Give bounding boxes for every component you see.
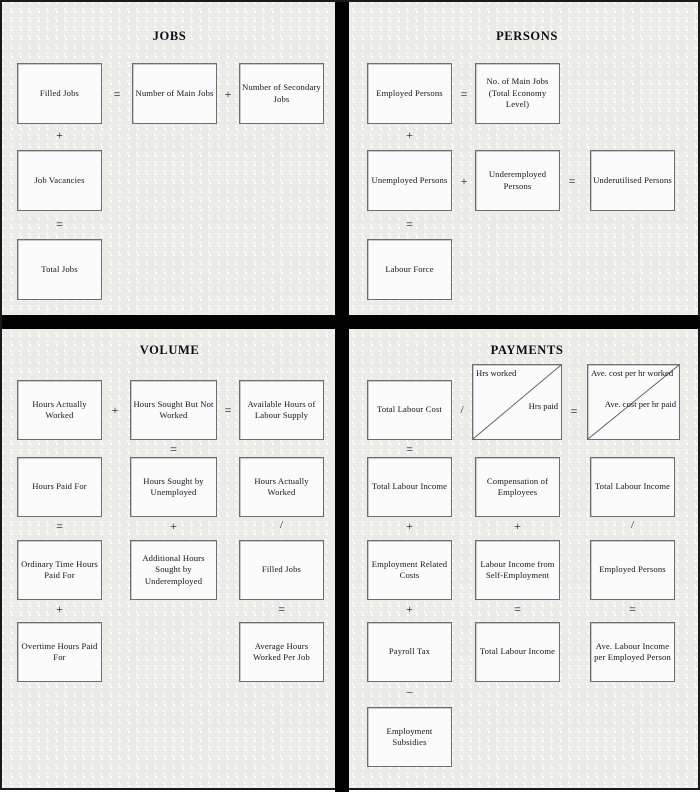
box-job-vacancies: Job Vacancies: [17, 150, 102, 211]
operator-equals: =: [460, 87, 468, 101]
box-compensation-of-employees: Compensation of Employees: [475, 457, 560, 517]
operator-slash-column: /: [279, 519, 284, 531]
operator-plus-column: +: [406, 128, 413, 142]
box-hours-sought-by-unemployed: Hours Sought by Unemployed: [130, 457, 217, 517]
operator-plus-column: +: [170, 519, 177, 533]
operator-equals-column: =: [170, 442, 177, 456]
operator-plus-column: +: [406, 602, 413, 616]
split-label-bottom: Hrs paid: [528, 401, 558, 411]
box-underemployed-persons: Underemployed Persons: [475, 150, 560, 211]
box-additional-hours-sought-by-underemployed: Additional Hours Sought by Underemployed: [130, 540, 217, 600]
box-hours-actually-worked-2: Hours Actually Worked: [239, 457, 324, 517]
box-hours-sought-but-not-worked: Hours Sought But Not Worked: [130, 380, 217, 440]
box-available-hours-of-labour-supply: Available Hours of Labour Supply: [239, 380, 324, 440]
box-number-of-main-jobs: Number of Main Jobs: [132, 63, 217, 124]
box-employment-related-costs: Employment Related Costs: [367, 540, 452, 600]
operator-equals-column: =: [514, 602, 521, 616]
split-label-top: Ave. cost per hr worked: [591, 368, 674, 378]
split-label-top: Hrs worked: [476, 368, 517, 378]
operator-slash-column: /: [630, 519, 635, 531]
horizontal-divider: [2, 315, 700, 329]
box-total-labour-income-2: Total Labour Income: [590, 457, 675, 517]
box-filled-jobs: Filled Jobs: [239, 540, 324, 600]
box-labour-force: Labour Force: [367, 239, 452, 300]
operator-plus-column: +: [56, 128, 63, 142]
split-label-bottom: Ave. cost per hr paid: [604, 399, 676, 409]
box-employed-persons: Employed Persons: [367, 63, 452, 124]
operator-plus-column: +: [406, 519, 413, 533]
operator-plus-column: +: [56, 602, 63, 616]
operator-equals-column: =: [56, 217, 63, 231]
box-ave-labour-income-per-employed-person: Ave. Labour Income per Employed Person: [590, 622, 675, 682]
operator-slash: /: [460, 404, 464, 416]
operator-equals-column: =: [406, 217, 413, 231]
box-labour-income-from-self-employment: Labour Income from Self-Employment: [475, 540, 560, 600]
box-average-hours-worked-per-job: Average Hours Worked Per Job: [239, 622, 324, 682]
box-ave-cost-per-hr-worked-over-paid: Ave. cost per hr worked Ave. cost per hr…: [587, 364, 680, 440]
quadrant-title-persons: PERSONS: [496, 29, 558, 43]
operator-plus: +: [111, 403, 119, 417]
diagonal-divider-icon: [473, 365, 561, 439]
box-total-labour-cost: Total Labour Cost: [367, 380, 452, 440]
operator-plus: +: [460, 174, 468, 188]
operator-equals: =: [113, 87, 121, 101]
operator-minus-column: –: [406, 684, 413, 698]
operator-equals: =: [224, 403, 232, 417]
box-hours-actually-worked: Hours Actually Worked: [17, 380, 102, 440]
box-no-of-main-jobs-total-economy: No. of Main Jobs (Total Economy Level): [475, 63, 560, 124]
box-employed-persons: Employed Persons: [590, 540, 675, 600]
box-underutilised-persons: Underutilised Persons: [590, 150, 675, 211]
operator-equals: =: [570, 404, 578, 418]
diagonal-divider-icon: [588, 365, 679, 439]
box-total-labour-income-3: Total Labour Income: [475, 622, 560, 682]
box-overtime-hours-paid-for: Overtime Hours Paid For: [17, 622, 102, 682]
operator-equals: =: [568, 174, 576, 188]
box-hrs-worked-over-hrs-paid: Hrs worked Hrs paid: [472, 364, 562, 440]
quadrant-title-volume: VOLUME: [139, 343, 200, 357]
operator-plus-column: +: [514, 519, 521, 533]
box-number-of-secondary-jobs: Number of Secondary Jobs: [239, 63, 324, 124]
operator-equals-column: =: [56, 519, 63, 533]
box-hours-paid-for: Hours Paid For: [17, 457, 102, 517]
box-total-jobs: Total Jobs: [17, 239, 102, 300]
operator-equals-column: =: [629, 602, 636, 616]
box-ordinary-time-hours-paid-for: Ordinary Time Hours Paid For: [17, 540, 102, 600]
quadrant-title-jobs: JOBS: [152, 29, 187, 43]
operator-equals-column: =: [406, 442, 413, 456]
box-payroll-tax: Payroll Tax: [367, 622, 452, 682]
box-filled-jobs: Filled Jobs: [17, 63, 102, 124]
box-unemployed-persons: Unemployed Persons: [367, 150, 452, 211]
vertical-divider: [335, 2, 349, 792]
box-employment-subsidies: Employment Subsidies: [367, 707, 452, 767]
box-total-labour-income-1: Total Labour Income: [367, 457, 452, 517]
quadrant-title-payments: PAYMENTS: [490, 343, 564, 357]
operator-equals-column: =: [278, 602, 285, 616]
operator-plus: +: [224, 87, 232, 101]
